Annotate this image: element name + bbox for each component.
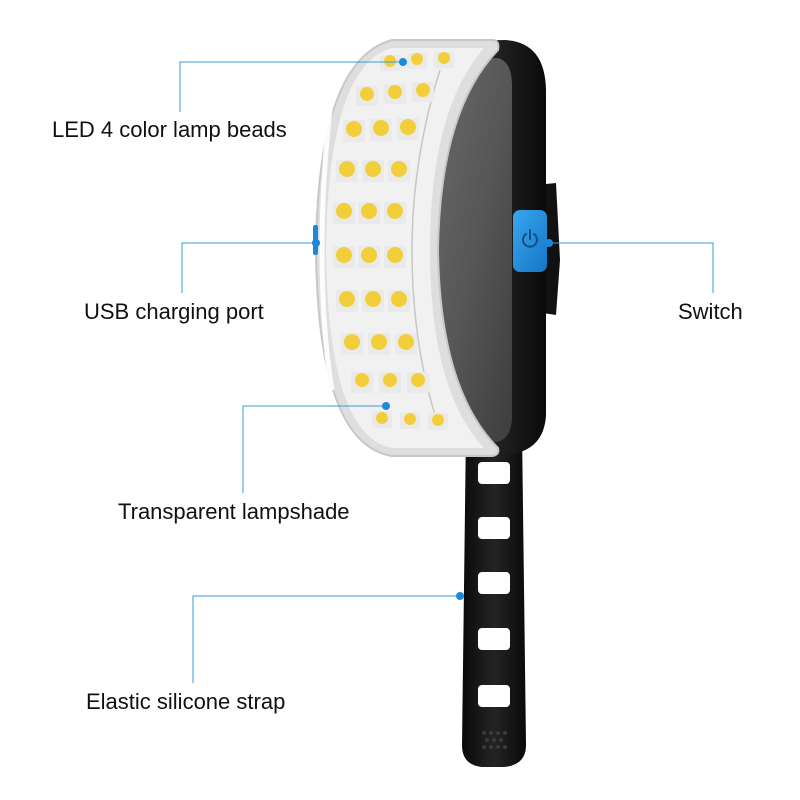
silicone-strap: [462, 430, 526, 767]
led-bead: [372, 411, 392, 428]
callout-usb: [181, 239, 320, 293]
led-bead: [336, 290, 358, 312]
strap-hole: [478, 685, 510, 707]
led-bead: [384, 246, 406, 268]
led-bead: [362, 290, 384, 312]
strap-hole: [478, 517, 510, 539]
led-bead: [356, 86, 378, 106]
led-bead: [412, 82, 434, 102]
led-bead: [395, 333, 417, 355]
led-bead: [388, 290, 410, 312]
callout-switch: [545, 239, 714, 293]
led-bead: [351, 372, 373, 393]
led-bead: [336, 160, 358, 182]
led-bead: [343, 120, 365, 142]
led-bead: [384, 84, 406, 104]
led-bead: [428, 413, 448, 430]
led-bead: [397, 118, 419, 140]
led-bead: [379, 372, 401, 393]
strap-hole: [478, 462, 510, 484]
led-bead: [362, 160, 384, 182]
label-led-beads: LED 4 color lamp beads: [52, 117, 287, 142]
label-usb-port: USB charging port: [84, 299, 264, 324]
strap-grip-texture: [482, 731, 507, 749]
callout-strap: [192, 592, 464, 683]
label-lampshade: Transparent lampshade: [118, 499, 350, 524]
led-bead: [388, 160, 410, 182]
led-bead: [358, 202, 380, 224]
led-bead: [358, 246, 380, 268]
switch-button[interactable]: [513, 210, 547, 272]
callout-led: [179, 58, 407, 112]
lens-face: [431, 58, 512, 442]
led-bead: [407, 53, 427, 69]
led-bead: [400, 412, 420, 429]
led-bead: [333, 202, 355, 224]
led-bead: [407, 372, 429, 393]
led-bead: [333, 246, 355, 268]
led-bead: [434, 52, 454, 68]
power-icon: [522, 229, 538, 248]
callout-lampshade: [242, 402, 390, 493]
label-switch: Switch: [678, 299, 743, 324]
led-bead: [368, 333, 390, 355]
led-bead: [380, 55, 400, 71]
led-bead-grid: [333, 52, 454, 430]
led-bead: [370, 119, 392, 141]
light-body: [420, 40, 546, 456]
label-strap: Elastic silicone strap: [86, 689, 286, 714]
led-bead: [384, 202, 406, 224]
strap-hole: [478, 628, 510, 650]
led-bead: [341, 333, 363, 355]
strap-hole: [478, 572, 510, 594]
